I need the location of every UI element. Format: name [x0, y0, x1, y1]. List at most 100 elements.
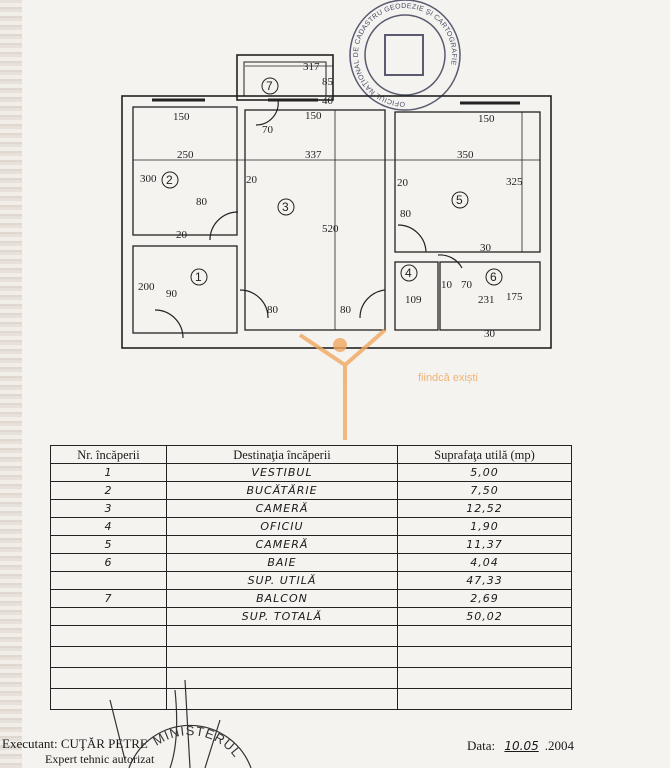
- room-4-outline: [394, 261, 439, 331]
- empty-table-row: [50, 625, 572, 647]
- room-number-1: 1: [195, 270, 202, 284]
- dim-label: 85: [322, 76, 334, 88]
- room-1-outline: [132, 245, 238, 334]
- dim-label: 337: [305, 149, 322, 161]
- dim-label: 350: [457, 149, 474, 161]
- empty-cell: [166, 688, 398, 710]
- dim-label: 80: [400, 208, 412, 220]
- room-6-outline: [439, 261, 541, 331]
- official-stamp-top: OFICIUL NAŢIONAL DE CADASTRU GEODEZIE ŞI…: [349, 0, 461, 111]
- empty-cell: [166, 667, 398, 689]
- ministry-stamp-text: MINISTERUL: [150, 723, 244, 760]
- dim-label: 150: [478, 113, 495, 125]
- room-numbers: 1 2 3 4 5 6 7: [161, 77, 503, 286]
- header-destination: Destinaţia încăperii: [166, 445, 398, 464]
- room-number-cell: 1: [50, 463, 167, 482]
- dim-label: 175: [506, 291, 523, 303]
- room-number-cell: 2: [50, 481, 167, 500]
- area-cell: 12,52: [397, 499, 572, 518]
- destination-cell: SUP. UTILĂ: [166, 571, 398, 590]
- room-number-cell: [50, 607, 167, 626]
- svg-text:MINISTERUL: MINISTERUL: [150, 723, 245, 760]
- date-handwritten: 10.05: [504, 739, 539, 753]
- room-number-cell: 5: [50, 535, 167, 554]
- scan-edge: [0, 0, 22, 768]
- dim-label: 317: [303, 61, 320, 73]
- empty-cell: [397, 646, 572, 668]
- date: Data: 10.05 .2004: [467, 738, 574, 754]
- top-stamp-text: OFICIUL NAŢIONAL DE CADASTRU GEODEZIE ŞI…: [353, 3, 457, 107]
- room-number-4: 4: [405, 266, 412, 280]
- dim-label: 250: [177, 149, 194, 161]
- dim-label: 80: [196, 196, 208, 208]
- empty-table-row: [50, 646, 572, 668]
- room-number-cell: 7: [50, 589, 167, 608]
- dim-label: 20: [397, 177, 409, 189]
- room-number-cell: [50, 571, 167, 590]
- dim-label: 20: [246, 174, 258, 186]
- date-label: Data:: [467, 738, 496, 753]
- room-number-7: 7: [266, 79, 273, 93]
- executant-name: CUŢĂR PETRE: [60, 736, 148, 751]
- empty-table-row: [50, 688, 572, 710]
- empty-cell: [166, 646, 398, 668]
- dim-label: 10: [441, 279, 453, 291]
- empty-table-row: [50, 667, 572, 689]
- dim-label: 300: [140, 173, 157, 185]
- dim-label: 70: [461, 279, 473, 291]
- room-number-cell: 4: [50, 517, 167, 536]
- room-number-cell: 3: [50, 499, 167, 518]
- empty-cell: [50, 625, 167, 647]
- area-cell: 47,33: [397, 571, 572, 590]
- area-cell: 4,04: [397, 553, 572, 572]
- door-arcs: [154, 99, 463, 339]
- room-5-outline: [394, 111, 541, 253]
- destination-cell: CAMERĂ: [166, 499, 398, 518]
- empty-cell: [166, 625, 398, 647]
- empty-cell: [50, 667, 167, 689]
- rooms-table: Nr. încăperii Destinaţia încăperii Supra…: [50, 445, 572, 710]
- empty-cell: [397, 667, 572, 689]
- dim-label: 200: [138, 281, 155, 293]
- dim-label: 30: [480, 242, 492, 254]
- executant-label: Executant:: [2, 736, 58, 751]
- area-cell: 7,50: [397, 481, 572, 500]
- header-room-number: Nr. încăperii: [50, 445, 167, 464]
- area-cell: 2,69: [397, 589, 572, 608]
- dim-label: 40: [322, 95, 334, 107]
- table-header-row: Nr. încăperii Destinaţia încăperii Supra…: [50, 445, 572, 464]
- room-number-2: 2: [166, 173, 173, 187]
- empty-cell: [397, 625, 572, 647]
- empty-cell: [50, 688, 167, 710]
- empty-cell: [50, 646, 167, 668]
- executant: Executant: CUŢĂR PETRE: [2, 736, 148, 751]
- dim-label: 520: [322, 223, 339, 235]
- area-cell: 5,00: [397, 463, 572, 482]
- destination-cell: BUCĂTĂRIE: [166, 481, 398, 500]
- area-cell: 11,37: [397, 535, 572, 554]
- room-2-outline: [132, 106, 238, 236]
- dim-label: 109: [405, 294, 422, 306]
- dim-label: 150: [305, 110, 322, 122]
- dim-label: 20: [176, 229, 188, 241]
- destination-cell: CAMERĂ: [166, 535, 398, 554]
- windows: [152, 98, 520, 105]
- area-cell: 1,90: [397, 517, 572, 536]
- destination-cell: BALCON: [166, 589, 398, 608]
- destination-cell: BAIE: [166, 553, 398, 572]
- date-year: .2004: [544, 738, 575, 753]
- dim-label: 80: [340, 304, 352, 316]
- room-number-cell: 6: [50, 553, 167, 572]
- dim-label: 231: [478, 294, 495, 306]
- dim-label: 80: [267, 304, 279, 316]
- destination-cell: OFICIU: [166, 517, 398, 536]
